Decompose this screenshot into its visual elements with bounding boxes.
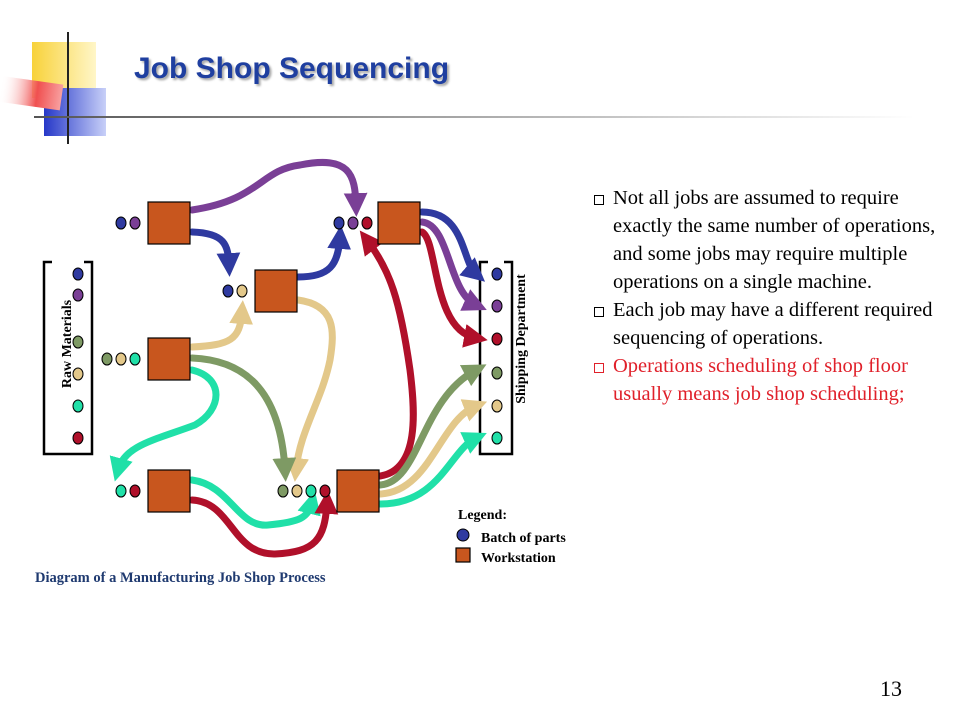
- workstation-4: [147, 337, 191, 381]
- batch-raw-green: [72, 335, 84, 349]
- bullet-text: Operations scheduling of shop floor usua…: [613, 355, 908, 405]
- square-bullet-icon: [594, 307, 604, 317]
- batch-ws6-teal: [305, 484, 317, 498]
- batch-raw-purple: [72, 288, 84, 302]
- batch-ws5-red: [129, 484, 141, 498]
- bullet-item: Each job may have a different required s…: [594, 296, 944, 352]
- batch-raw-blue: [72, 267, 84, 281]
- diagram-caption: Diagram of a Manufacturing Job Shop Proc…: [35, 570, 326, 586]
- batch-ship-tan: [491, 399, 503, 413]
- arrow-red-ws6-to-ws3: [359, 230, 417, 480]
- batch-ws2-blue: [222, 284, 234, 298]
- batch-ws2-tan: [236, 284, 248, 298]
- bullet-text: Not all jobs are assumed to require exac…: [613, 187, 936, 293]
- batch-ws1-blue: [115, 216, 127, 230]
- batch-ws1-purple: [129, 216, 141, 230]
- workstation-6: [336, 469, 380, 513]
- batch-ship-green: [491, 366, 503, 380]
- deco-red-bar: [0, 75, 64, 111]
- arrow-teal-ws4-to-ws5: [109, 366, 220, 482]
- arrow-teal-ws6-to-shipping: [376, 432, 487, 508]
- arrow-tan-ws6-to-shipping: [376, 399, 488, 498]
- workstation-2: [254, 269, 298, 313]
- arrow-blue-ws1-to-ws2: [188, 228, 241, 277]
- raw-materials-label: Raw Materials: [60, 299, 75, 389]
- workstation-1: [147, 201, 191, 245]
- shipping-department-bin: [478, 260, 514, 456]
- batch-ws3-purple: [347, 216, 359, 230]
- batch-ws6-red: [319, 484, 331, 498]
- batch-raw-tan: [72, 367, 84, 381]
- arrow-green-ws4-to-ws6: [188, 354, 297, 482]
- arrow-red-ws5-to-ws6: [188, 490, 339, 558]
- arrow-green-ws6-to-shipping: [376, 364, 487, 489]
- batch-ws4-tan: [115, 352, 127, 366]
- batch-ship-red: [491, 332, 503, 346]
- bullet-item: Operations scheduling of shop floor usua…: [594, 352, 944, 408]
- slide-title: Job Shop Sequencing: [134, 52, 450, 85]
- legend-workstation-label: Workstation: [481, 551, 556, 566]
- arrow-tan-ws2-to-ws6: [285, 296, 336, 482]
- workstation-5: [147, 469, 191, 513]
- legend-workstation-swatch: [455, 547, 471, 563]
- bullet-list: Not all jobs are assumed to require exac…: [594, 184, 944, 408]
- legend-batch-swatch: [456, 528, 470, 542]
- shipping-department-label: Shipping Department: [514, 274, 529, 404]
- batch-ship-purple: [491, 299, 503, 313]
- legend-title: Legend:: [458, 508, 507, 523]
- batch-ws5-teal: [115, 484, 127, 498]
- batch-ws3-red: [361, 216, 373, 230]
- square-bullet-icon: [594, 363, 604, 373]
- arrow-purple-ws1-to-ws3: [188, 158, 368, 217]
- title-rule: [34, 116, 914, 118]
- page-number: 13: [880, 676, 902, 701]
- batch-raw-red: [72, 431, 84, 445]
- workstation-3: [377, 201, 421, 245]
- batch-ws6-tan: [291, 484, 303, 498]
- raw-materials-bin: [42, 260, 94, 456]
- square-bullet-icon: [594, 195, 604, 205]
- arrow-blue-ws2-to-ws3: [294, 225, 352, 281]
- bullet-text: Each job may have a different required s…: [613, 299, 933, 349]
- bullet-item: Not all jobs are assumed to require exac…: [594, 184, 944, 296]
- batch-ws3-blue: [333, 216, 345, 230]
- batch-raw-teal: [72, 399, 84, 413]
- batch-ws4-green: [101, 352, 113, 366]
- batch-ws6-green: [277, 484, 289, 498]
- arrow-teal-ws5-to-ws6: [188, 476, 321, 529]
- batch-ship-teal: [491, 431, 503, 445]
- arrow-blue-ws3-to-shipping: [418, 208, 486, 282]
- batch-ship-blue: [491, 267, 503, 281]
- arrow-tan-ws4-to-ws2: [188, 300, 254, 351]
- legend-batch-label: Batch of parts: [481, 531, 566, 546]
- arrow-red-ws3-to-shipping: [418, 228, 488, 348]
- batch-ws4-teal: [129, 352, 141, 366]
- arrow-purple-ws3-to-shipping: [418, 218, 487, 311]
